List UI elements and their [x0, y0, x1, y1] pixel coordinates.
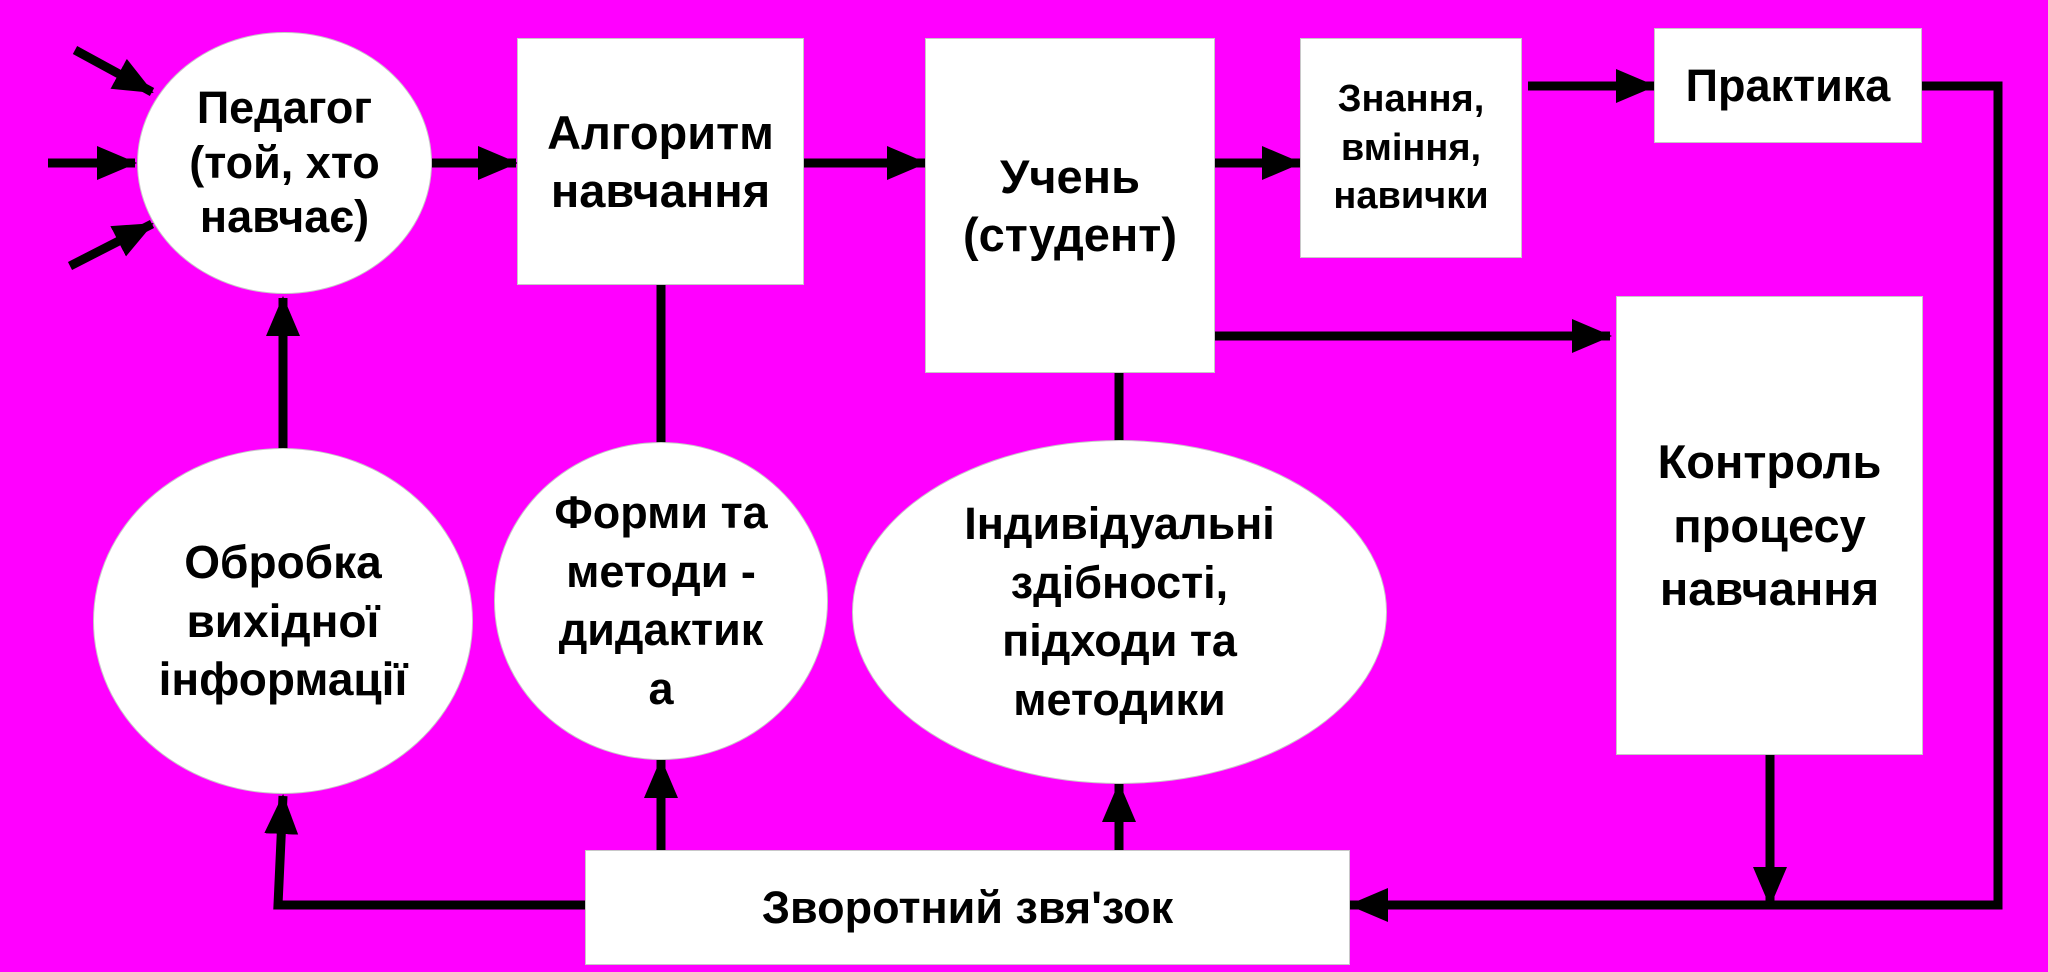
- node-obrobka-label: Обробка вихідної інформації: [158, 535, 408, 706]
- input-arrow-top: [72, 46, 155, 96]
- arrow-zvorotnyi-to-obrobka: [264, 794, 585, 910]
- node-uchen-label: Учень (студент): [963, 150, 1177, 261]
- node-zvorotnyi: Зворотний звя'зок: [585, 850, 1350, 965]
- node-zvorotnyi-label: Зворотний звя'зок: [761, 881, 1174, 933]
- input-arrow-bottom: [67, 219, 155, 271]
- node-obrobka: Обробка вихідної інформації: [93, 448, 473, 794]
- node-praktyka: Практика: [1654, 28, 1922, 143]
- node-pedagog: Педагог (той, хто навчає): [137, 32, 432, 294]
- node-pedagog-label: Педагог (той, хто навчає): [189, 81, 380, 243]
- node-znannia: Знання, вміння, навички: [1300, 38, 1522, 258]
- node-indyvidualni-label: Індивідуальні здібності, підходи та мето…: [964, 498, 1275, 725]
- node-formy: Форми та методи - дидактик а: [494, 442, 828, 760]
- node-formy-label: Форми та методи - дидактик а: [554, 487, 768, 714]
- node-kontrol: Контроль процесу навчання: [1616, 296, 1923, 755]
- node-indyvidualni: Індивідуальні здібності, підходи та мето…: [852, 440, 1387, 784]
- node-praktyka-label: Практика: [1685, 59, 1891, 111]
- node-alhorytm: Алгоритм навчання: [517, 38, 804, 285]
- node-kontrol-label: Контроль процесу навчання: [1657, 435, 1882, 616]
- arrow-praktyka-to-zvorotnyi: [1348, 81, 2003, 922]
- node-alhorytm-label: Алгоритм навчання: [547, 106, 774, 217]
- node-uchen: Учень (студент): [925, 38, 1215, 373]
- node-znannia-label: Знання, вміння, навички: [1333, 78, 1489, 218]
